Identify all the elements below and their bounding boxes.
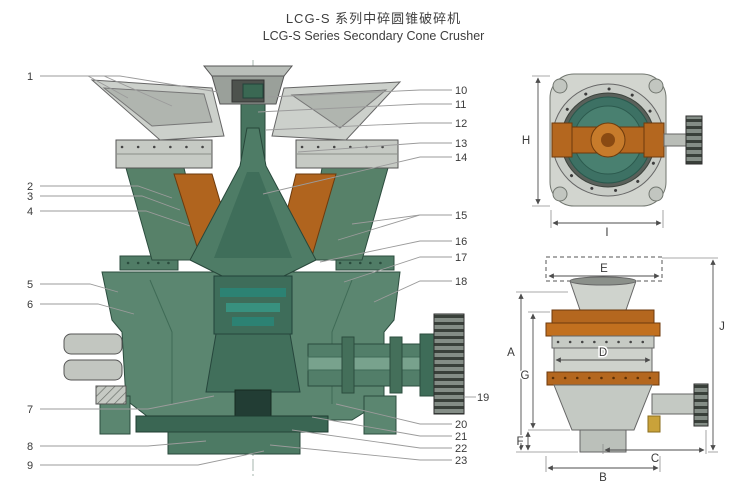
drive-pulley — [433, 313, 465, 415]
bushing-1 — [220, 288, 286, 297]
right-foot — [363, 395, 397, 435]
callout-22: 22 — [455, 443, 467, 455]
side-lower-frame — [553, 384, 653, 431]
accumulator-upper — [63, 333, 123, 355]
callout-15: 15 — [455, 210, 467, 222]
title-block: LCG-S 系列中碎圆锥破碎机 LCG-S Series Secondary C… — [0, 8, 747, 43]
callout-9: 9 — [27, 460, 33, 472]
bushing-2 — [226, 303, 280, 312]
callout-11: 11 — [455, 99, 466, 111]
dim-label-J: J — [719, 321, 725, 333]
callout-5: 5 — [27, 279, 33, 291]
callout-14: 14 — [455, 152, 467, 164]
side-adjust-ring — [545, 322, 661, 337]
callout-8: 8 — [27, 441, 33, 453]
side-drive-housing — [651, 393, 695, 415]
top-view-shaft — [663, 133, 687, 147]
sub-base — [167, 431, 301, 455]
side-bowl-ring — [551, 309, 655, 324]
bushing-3 — [232, 317, 274, 326]
callout-21: 21 — [455, 431, 467, 443]
discharge-opening — [234, 389, 272, 417]
callout-17: 17 — [455, 252, 467, 264]
callout-6: 6 — [27, 299, 33, 311]
callout-13: 13 — [455, 138, 467, 150]
callout-7: 7 — [27, 404, 33, 416]
support-bracket — [95, 385, 127, 405]
top-view-pulley — [685, 115, 703, 165]
shaft-top-nut — [242, 83, 264, 99]
side-valve-box — [647, 415, 661, 433]
callout-1: 1 — [27, 71, 33, 83]
feed-hopper — [202, 65, 294, 77]
callout-leader-lines — [40, 75, 476, 466]
callout-19: 19 — [477, 392, 489, 404]
dimension-annotations: H I E A G F J D C — [506, 75, 726, 486]
dim-label-G: G — [521, 370, 530, 382]
dim-label-C: C — [651, 453, 659, 465]
dim-label-D: D — [599, 347, 607, 359]
dim-label-B: B — [599, 472, 607, 484]
dim-label-H: H — [522, 135, 530, 147]
dim-label-A: A — [507, 347, 515, 359]
dim-label-F: F — [516, 436, 523, 448]
callout-18: 18 — [455, 276, 467, 288]
side-pulley — [693, 383, 709, 427]
callout-numbers: 1 2 3 4 5 6 7 8 9 10 11 12 13 14 15 16 1… — [27, 71, 489, 472]
dim-label-I: I — [605, 227, 608, 239]
callout-12: 12 — [455, 118, 467, 130]
side-view — [545, 256, 709, 453]
callout-20: 20 — [455, 419, 467, 431]
callout-16: 16 — [455, 236, 467, 248]
callout-23: 23 — [455, 455, 467, 467]
mantle-core — [214, 172, 292, 258]
callout-3: 3 — [27, 191, 33, 203]
main-cross-section — [63, 60, 465, 476]
accumulator-lower — [63, 359, 123, 381]
dim-label-E: E — [600, 263, 608, 275]
callout-4: 4 — [27, 206, 33, 218]
title-chinese: LCG-S 系列中碎圆锥破碎机 — [285, 11, 462, 26]
side-lower-ring — [546, 371, 660, 386]
top-view — [549, 73, 703, 207]
callout-10: 10 — [455, 85, 467, 97]
base-slab — [135, 415, 329, 433]
discharge-funnel — [205, 333, 301, 393]
title-english: LCG-S Series Secondary Cone Crusher — [262, 29, 485, 43]
callout-2: 2 — [27, 181, 33, 193]
